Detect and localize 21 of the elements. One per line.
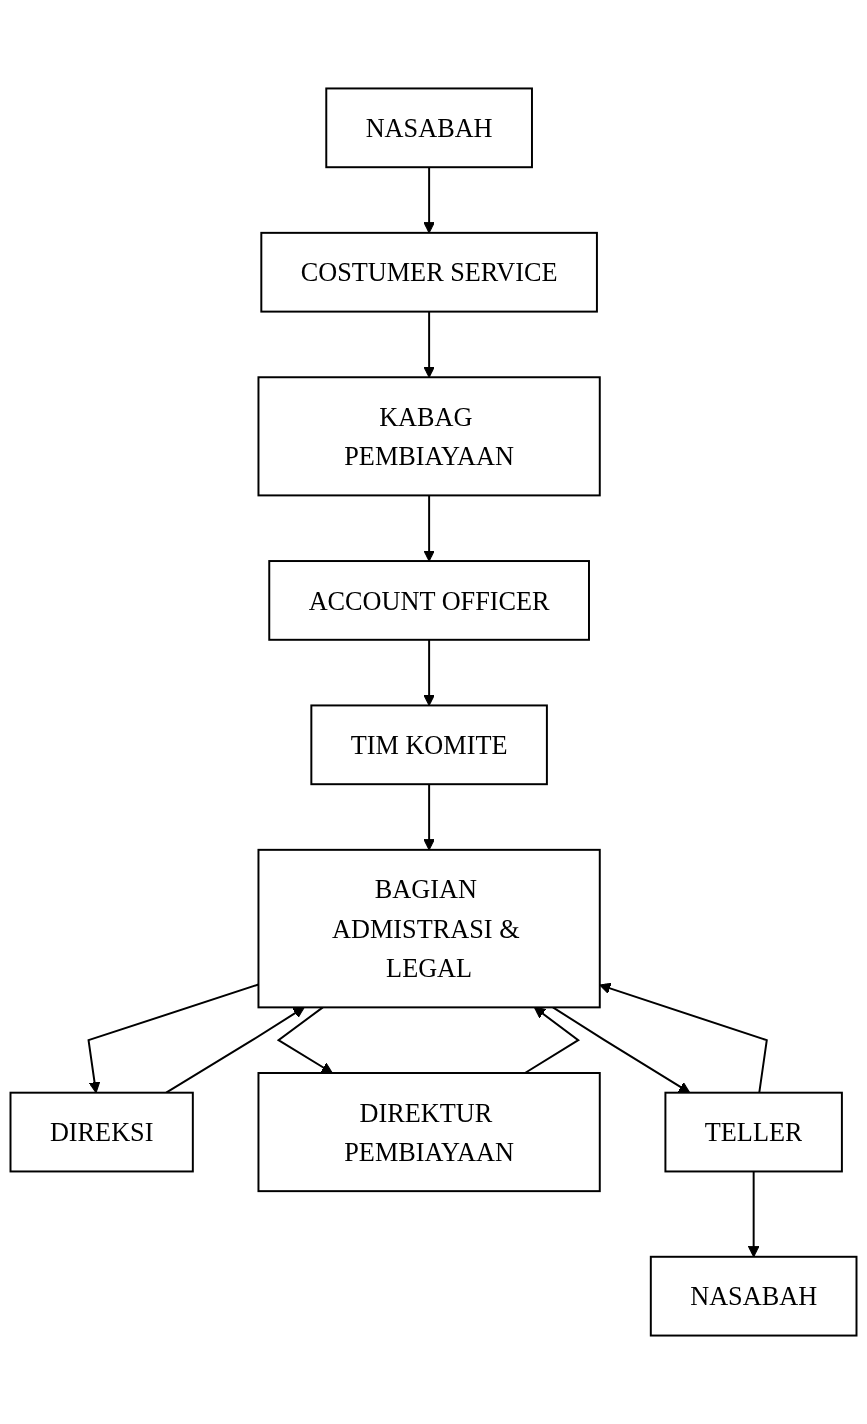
- arrow: [423, 494, 435, 562]
- node-box: KABAG PEMBIAYAAN: [257, 376, 601, 497]
- node-box: TIM KOMITE: [310, 704, 548, 786]
- arrow: [276, 1006, 333, 1074]
- node-box: NASABAH: [649, 1255, 858, 1337]
- arrow: [524, 1006, 580, 1074]
- node-box: NASABAH: [325, 87, 533, 169]
- arrow: [423, 783, 435, 851]
- arrow: [423, 310, 435, 378]
- node-box: BAGIAN ADMISTRASI & LEGAL: [257, 848, 601, 1009]
- arrow: [423, 638, 435, 706]
- node-box: COSTUMER SERVICE: [260, 231, 598, 313]
- arrow: [423, 166, 435, 234]
- node-box: DIREKTUR PEMBIAYAAN: [257, 1072, 601, 1193]
- arrow: [747, 1170, 760, 1258]
- node-box: TELLER: [664, 1091, 843, 1173]
- arrow: [165, 1006, 305, 1094]
- arrow: [599, 982, 768, 1094]
- node-box: DIREKSI: [9, 1091, 194, 1173]
- arrow: [551, 1006, 691, 1094]
- node-box: ACCOUNT OFFICER: [268, 560, 590, 641]
